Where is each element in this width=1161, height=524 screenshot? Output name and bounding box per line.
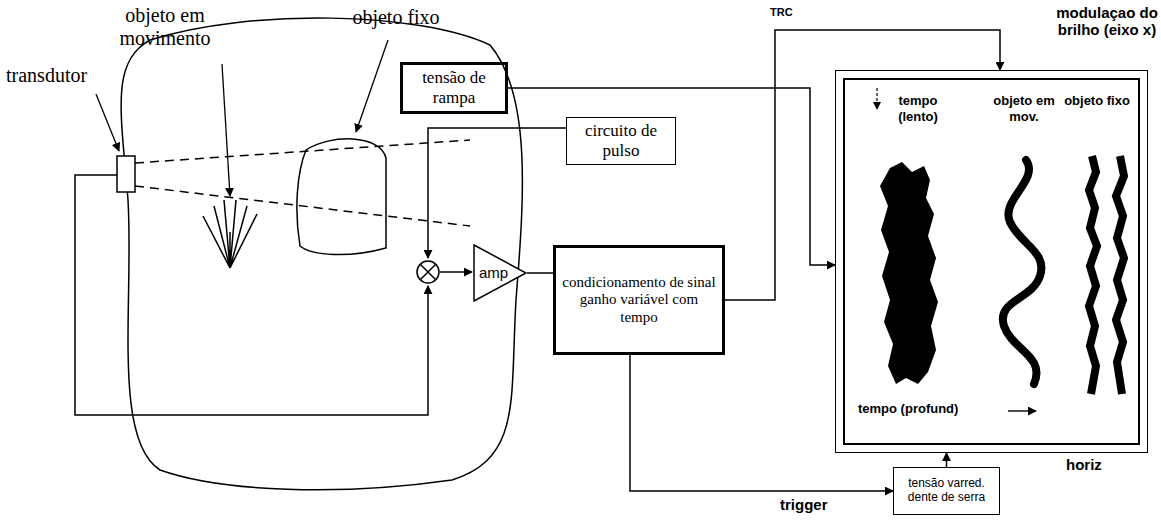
display-label: objeto em mov. xyxy=(986,93,1062,124)
signal-name: horiz xyxy=(1066,456,1126,473)
multiplier-cross xyxy=(420,264,436,280)
pulse-circuit-box: circuito de pulso xyxy=(566,117,676,165)
moving-object xyxy=(203,200,257,268)
body-outline xyxy=(121,18,522,490)
amplifier-outline xyxy=(474,245,526,301)
ultrasound-beam xyxy=(135,140,470,226)
display-label: tempo (lento) xyxy=(878,93,958,124)
crt-display: tempo (lento) objeto em mov.objeto fixo te… xyxy=(835,70,1148,453)
signal-name: trigger xyxy=(780,496,850,513)
amplifier-triangle: amp xyxy=(473,244,527,302)
display-trace xyxy=(880,162,938,384)
wire xyxy=(75,175,428,415)
signal-conditioning-box: condicionamento de sinal ganho variável … xyxy=(553,245,725,355)
box-label: circuito de pulso xyxy=(572,121,670,160)
part-label: objeto fixo xyxy=(326,6,466,29)
time-arrow xyxy=(1008,410,1036,411)
connector xyxy=(508,88,835,265)
display-trace xyxy=(1003,160,1042,384)
signal-name: TRC xyxy=(770,6,810,19)
leader-line xyxy=(356,40,388,132)
part-label: transdutor xyxy=(6,64,146,87)
connector xyxy=(630,355,893,491)
time-arrow xyxy=(873,102,881,110)
ramp-voltage-box: tensão de rampa xyxy=(400,62,508,114)
leader-line xyxy=(222,64,230,196)
sawtooth-sweep-box: tensão varred. dente de serra xyxy=(893,467,1000,515)
multiplier-symbol xyxy=(417,261,439,283)
transducer xyxy=(117,156,135,192)
connector xyxy=(946,453,948,467)
box-label: tensão varred. dente de serra xyxy=(899,477,994,505)
display-label: objeto fixo xyxy=(1064,93,1130,109)
display-trace xyxy=(1089,156,1097,394)
wire xyxy=(440,271,472,273)
part-label: objeto em movimento xyxy=(100,4,230,50)
box-label: amp xyxy=(479,264,508,281)
connector xyxy=(527,272,553,274)
display-label: tempo (profund) xyxy=(858,401,1008,417)
box-label: condicionamento de sinal ganho variável … xyxy=(561,274,717,326)
box-label: tensão de rampa xyxy=(408,68,500,107)
leader-line xyxy=(96,94,119,151)
wire xyxy=(428,128,566,258)
fixed-object xyxy=(297,139,386,255)
display-trace xyxy=(1116,156,1124,394)
axis-note: modulaçao do brilho (eixo x) xyxy=(1056,4,1158,39)
time-arrow xyxy=(876,88,877,104)
